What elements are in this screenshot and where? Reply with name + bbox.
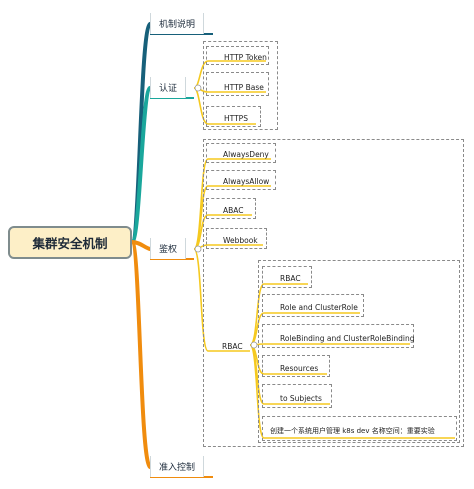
- box-role: [262, 294, 364, 317]
- boundary-rbac: [258, 260, 460, 443]
- rbac-item-role-clusterrole[interactable]: Role and ClusterRole: [280, 302, 358, 312]
- rbac-item-resources[interactable]: Resources: [280, 363, 319, 373]
- leaf-alwaysdeny[interactable]: AlwaysDeny: [223, 149, 269, 159]
- box-http-base: [206, 72, 269, 96]
- box-http-token: [206, 46, 269, 65]
- rbac-item-experiment[interactable]: 创建一个系统用户管理 k8s dev 名称空间：重要实验: [270, 427, 435, 435]
- box-https: [206, 106, 261, 127]
- boundary-jianquan: [203, 139, 464, 447]
- leaf-http-token[interactable]: HTTP Token: [224, 52, 267, 62]
- collapse-toggle-rbac[interactable]: [250, 341, 258, 349]
- box-resources: [262, 355, 330, 377]
- box-subjects: [262, 384, 332, 408]
- box-rbac-top: [262, 266, 312, 288]
- box-webbook: [206, 228, 267, 249]
- leaf-rbac[interactable]: RBAC: [222, 341, 243, 351]
- rbac-item-rbac[interactable]: RBAC: [280, 273, 301, 283]
- box-abac: [206, 198, 256, 219]
- topic-jizhi-shuoming[interactable]: 机制说明: [150, 13, 205, 34]
- box-alwaysallow: [206, 170, 276, 190]
- connector-zhunru: [130, 240, 152, 469]
- collapse-toggle-jianquan[interactable]: [194, 245, 202, 253]
- box-experiment: [262, 416, 457, 441]
- leaf-https[interactable]: HTTPS: [224, 113, 248, 123]
- boundary-renzheng: [203, 41, 278, 130]
- rbac-item-subjects[interactable]: to Subjects: [280, 393, 322, 403]
- rbac-item-rolebinding[interactable]: RoleBinding and ClusterRoleBinding: [280, 333, 415, 343]
- root-topic[interactable]: 集群安全机制: [8, 226, 132, 259]
- connector-jizhi: [130, 22, 152, 244]
- leaf-webbook[interactable]: Webbook: [223, 235, 258, 245]
- connector-renzheng: [130, 86, 152, 244]
- leaf-alwaysallow[interactable]: AlwaysAllow: [223, 176, 270, 186]
- topic-zhunru-kongzhi[interactable]: 准入控制: [150, 456, 205, 477]
- leaf-http-base[interactable]: HTTP Base: [224, 82, 264, 92]
- topic-renzheng[interactable]: 认证: [150, 77, 187, 98]
- leaf-abac[interactable]: ABAC: [223, 205, 244, 215]
- box-alwaysdeny: [206, 143, 276, 163]
- box-rolebinding: [262, 324, 414, 348]
- topic-jianquan[interactable]: 鉴权: [150, 238, 187, 259]
- collapse-toggle-renzheng[interactable]: [194, 84, 202, 92]
